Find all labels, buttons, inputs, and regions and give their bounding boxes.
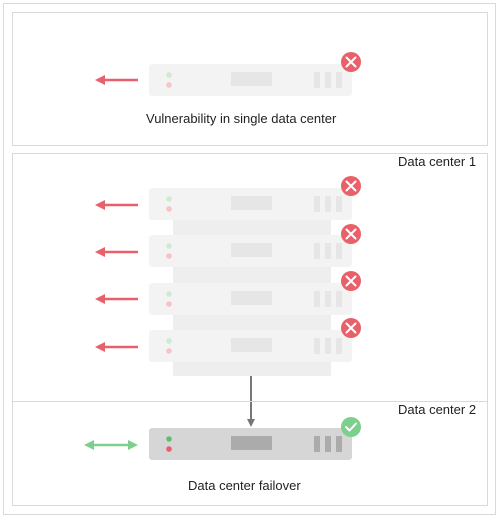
- vent-slot: [314, 72, 320, 88]
- ok-icon: [341, 417, 361, 437]
- vent-slot: [325, 196, 331, 212]
- drive-bay: [231, 436, 272, 450]
- vent-slot: [336, 243, 342, 259]
- status-led-red: [166, 206, 172, 212]
- datacenter-2-box: [12, 401, 488, 506]
- vent-slot: [325, 72, 331, 88]
- status-led-green: [166, 338, 172, 344]
- status-led-red: [166, 446, 172, 452]
- vent-slot: [314, 291, 320, 307]
- vent-slot: [336, 436, 342, 452]
- vent-slot: [336, 291, 342, 307]
- fail-icon: [341, 176, 361, 196]
- fail-icon: [341, 52, 361, 72]
- single-datacenter-caption: Vulnerability in single data center: [146, 111, 337, 126]
- datacenter-1-label: Data center 1: [398, 154, 477, 169]
- vent-slot: [325, 338, 331, 354]
- outer-frame: [3, 3, 496, 515]
- vent-slot: [336, 196, 342, 212]
- status-led-red: [166, 82, 172, 88]
- vent-slot: [314, 338, 320, 354]
- vent-slot: [336, 72, 342, 88]
- drive-bay: [231, 72, 272, 86]
- datacenter-1-panel: [12, 153, 488, 402]
- status-led-green: [166, 72, 172, 78]
- single-datacenter-box: [12, 12, 488, 146]
- status-led-green: [166, 196, 172, 202]
- status-led-green: [166, 291, 172, 297]
- vent-slot: [314, 196, 320, 212]
- server-unit: [149, 428, 352, 460]
- vent-slot: [325, 243, 331, 259]
- vent-slot: [314, 243, 320, 259]
- server-unit: [149, 330, 352, 362]
- drive-bay: [231, 196, 272, 210]
- status-led-red: [166, 348, 172, 354]
- status-led-green: [166, 243, 172, 249]
- fail-icon: [341, 224, 361, 244]
- status-led-red: [166, 253, 172, 259]
- datacenter-2-label: Data center 2: [398, 402, 477, 417]
- server-unit: [149, 235, 352, 267]
- vent-slot: [336, 338, 342, 354]
- vent-slot: [325, 436, 331, 452]
- fail-icon: [341, 271, 361, 291]
- failover-caption: Data center failover: [188, 478, 301, 493]
- drive-bay: [231, 291, 272, 305]
- single-datacenter-panel: [12, 12, 488, 146]
- datacenter-2-panel: [12, 401, 488, 506]
- vent-slot: [325, 291, 331, 307]
- server-unit: [149, 283, 352, 315]
- status-led-green: [166, 436, 172, 442]
- drive-bay: [231, 338, 272, 352]
- server-unit: [149, 188, 352, 220]
- fail-icon: [341, 318, 361, 338]
- status-led-red: [166, 301, 172, 307]
- vent-slot: [314, 436, 320, 452]
- server-unit: [149, 64, 352, 96]
- drive-bay: [231, 243, 272, 257]
